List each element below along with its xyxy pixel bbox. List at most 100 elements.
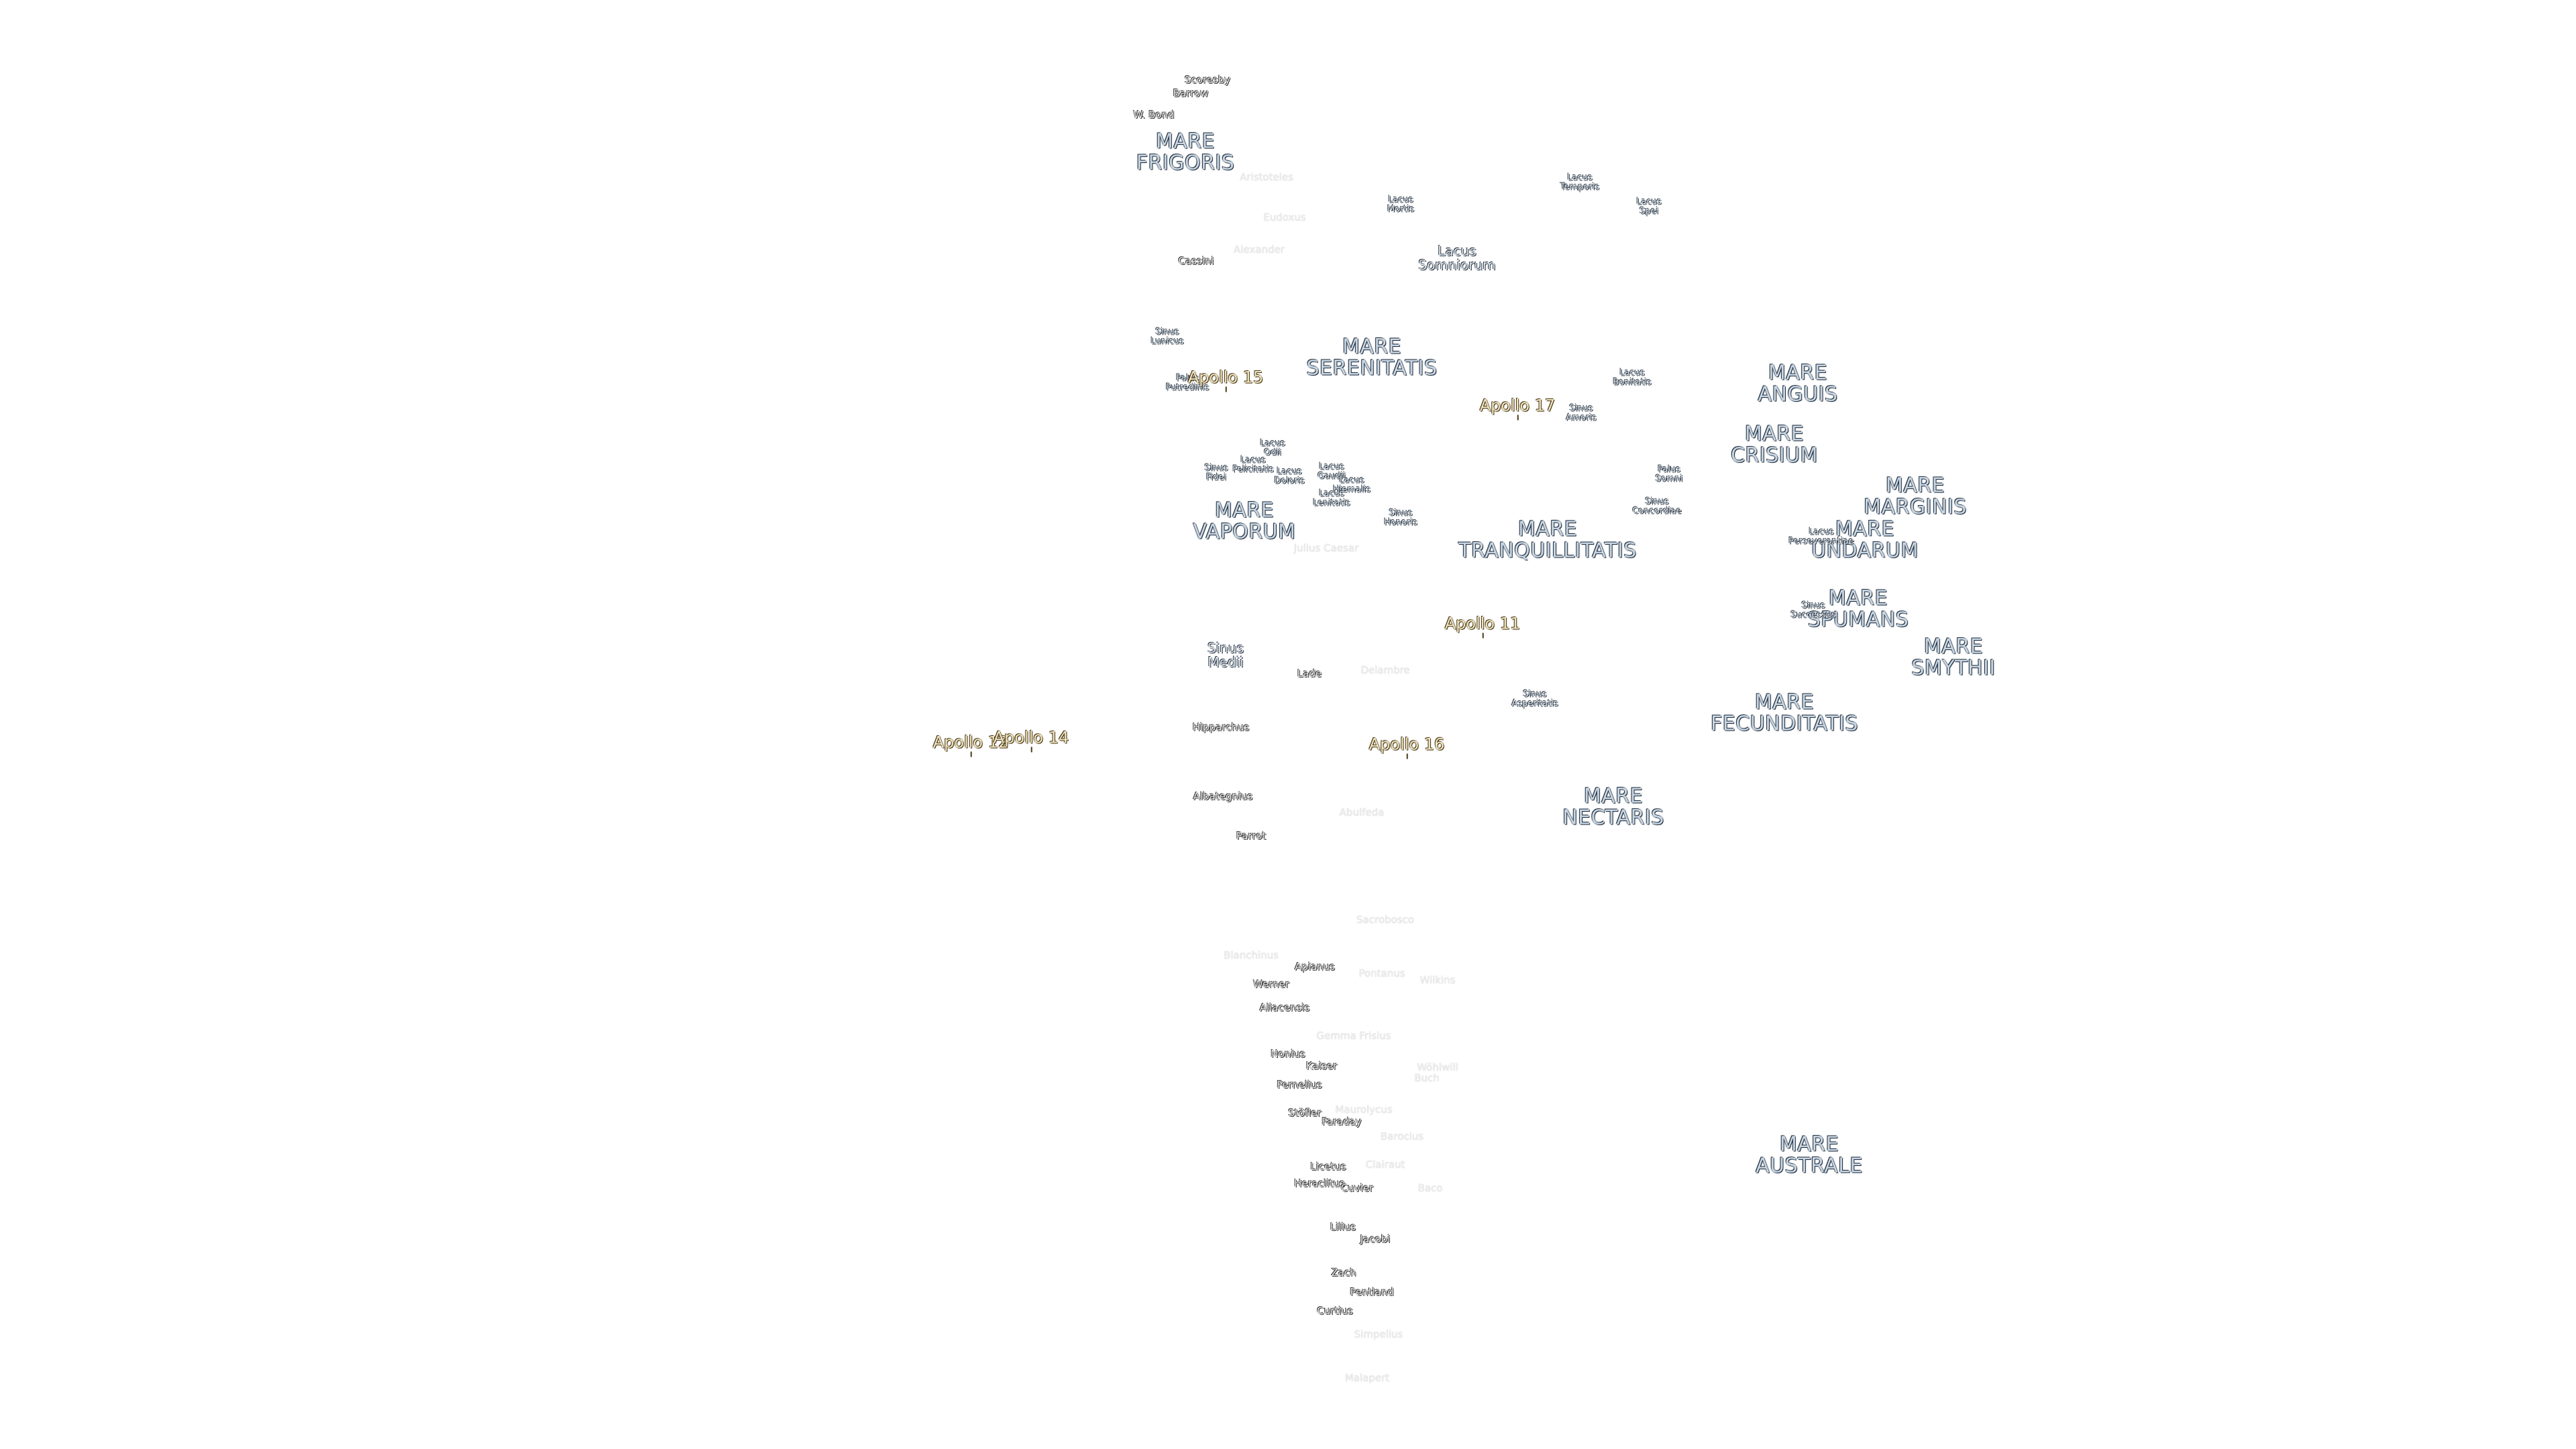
mare-smythii-label-line: SMYTHII bbox=[1911, 656, 1996, 680]
crater-malapert-label: Malapert bbox=[1344, 1372, 1390, 1385]
crater-parrot-label: Parrot bbox=[1236, 830, 1267, 843]
crater-gemma-frisius-label: Gemma Frisius bbox=[1316, 1030, 1391, 1042]
lacus-felicitatis-label-line: Lacus bbox=[1240, 455, 1266, 466]
mare-serenitatis-label-line: SERENITATIS bbox=[1306, 356, 1438, 380]
apollo-17-label: Apollo 17 bbox=[1479, 396, 1556, 415]
mare-nectaris-label-line: MARE bbox=[1583, 784, 1644, 808]
sinus-concordiae-label-line: Sinus bbox=[1645, 496, 1669, 507]
lacus-temporis-label-line: Temporis bbox=[1560, 182, 1600, 192]
crater-jacobi-label: Jacobi bbox=[1360, 1233, 1391, 1246]
apollo-11-landing-site[interactable]: Apollo 11 bbox=[1444, 614, 1521, 639]
palus-somni-label-line: Somni bbox=[1655, 474, 1683, 484]
mare-marginis-label-line: MARGINIS bbox=[1864, 495, 1967, 519]
landing-marker-icon bbox=[1226, 386, 1227, 392]
lacus-lenitatis-label-line: Lenitatis bbox=[1313, 498, 1350, 508]
crater-buch-label: Buch bbox=[1414, 1072, 1440, 1085]
crater-julius-caesar-label: Julius Caesar bbox=[1293, 542, 1359, 555]
mare-tranquillitatis-label-line: MARE bbox=[1517, 517, 1578, 541]
mare-frigoris-label-line: MARE bbox=[1155, 129, 1216, 154]
apollo-15-label: Apollo 15 bbox=[1187, 368, 1264, 387]
crater-cuvier-label: Cuvier bbox=[1340, 1182, 1374, 1195]
lacus-somniorum-label-line: Somniorum bbox=[1418, 257, 1496, 273]
crater-pentland-label: Pentland bbox=[1350, 1286, 1394, 1299]
mare-anguis-label-line: MARE bbox=[1768, 361, 1828, 385]
crater-delambre-label: Delambre bbox=[1360, 664, 1410, 677]
lacus-doloris-label-line: Lacus bbox=[1277, 466, 1302, 477]
crater-heraclitus-label: Heraclitus bbox=[1294, 1177, 1345, 1190]
lacus-felicitatis-label-line: Felicitatis bbox=[1232, 464, 1274, 474]
sinus-lunicus-label-line: Lunicus bbox=[1150, 336, 1184, 346]
sinus-medii-label-line: Sinus bbox=[1207, 640, 1244, 656]
crater-lilius-label: Lilius bbox=[1330, 1221, 1356, 1234]
mare-anguis-label-line: ANGUIS bbox=[1758, 382, 1838, 406]
palus-somni-label-line: Palus bbox=[1658, 464, 1680, 475]
apollo-16-landing-site[interactable]: Apollo 16 bbox=[1369, 736, 1444, 759]
crater-barrow-label: Barrow bbox=[1173, 87, 1209, 100]
lacus-odii-label-line: Lacus bbox=[1260, 438, 1285, 449]
lacus-lenitatis-label-line: Lacus bbox=[1319, 488, 1344, 499]
crater-abulfeda-label: Abulfeda bbox=[1339, 806, 1385, 819]
lacus-somniorum-label-line: Lacus bbox=[1438, 243, 1477, 259]
crater-barocius-label: Barocius bbox=[1380, 1130, 1424, 1143]
sinus-fidei-label-line: Fidei bbox=[1205, 472, 1226, 482]
mare-australe-label-line: AUSTRALE bbox=[1756, 1154, 1863, 1177]
mare-marginis-label-line: MARE bbox=[1885, 474, 1945, 498]
mare-tranquillitatis-label-line: TRANQUILLITATIS bbox=[1458, 539, 1637, 562]
crater-fernelius-label: Fernelius bbox=[1277, 1079, 1322, 1091]
sinus-asperitatis-label-line: Sinus bbox=[1523, 689, 1547, 700]
crater-curtius-label: Curtius bbox=[1317, 1305, 1353, 1318]
lacus-odii-label-line: Odii bbox=[1264, 447, 1281, 458]
crater-maurolycus-label: Maurolycus bbox=[1335, 1104, 1393, 1116]
sinus-honoris-label-line: Honoris bbox=[1384, 517, 1417, 527]
crater-clairaut-label: Clairaut bbox=[1365, 1159, 1405, 1171]
crater-wohlwill-label: Wöhlwill bbox=[1417, 1061, 1458, 1074]
lacus-perseverantiae-label-line: Lacus bbox=[1809, 527, 1834, 537]
apollo-11-label: Apollo 11 bbox=[1444, 614, 1521, 633]
sinus-amoris-label-line: Sinus bbox=[1569, 403, 1593, 414]
apollo-14-landing-site[interactable]: Apollo 14 bbox=[994, 729, 1069, 753]
sinus-fidei-label-line: Sinus bbox=[1204, 463, 1228, 474]
mare-vaporum-label-line: MARE bbox=[1214, 498, 1275, 523]
crater-w-bond-label: W. Bond bbox=[1133, 109, 1175, 121]
mare-fecunditatis-label-line: MARE bbox=[1754, 690, 1815, 714]
mare-australe-label-line: MARE bbox=[1779, 1132, 1839, 1157]
lacus-bonitatis-label-line: Lacus bbox=[1619, 368, 1645, 378]
apollo-17-landing-site[interactable]: Apollo 17 bbox=[1479, 396, 1556, 421]
lacus-spei-label-line: Spei bbox=[1639, 206, 1659, 216]
mare-undarum-label-line: UNDARUM bbox=[1811, 539, 1919, 562]
crater-eudoxus-label: Eudoxus bbox=[1263, 211, 1306, 224]
lacus-mortis-label-line: Mortis bbox=[1387, 204, 1414, 214]
apollo-15-landing-site[interactable]: Apollo 15 bbox=[1187, 368, 1264, 392]
mare-vaporum-label-line: VAPORUM bbox=[1193, 520, 1296, 543]
crater-aliacensis-label: Aliacensis bbox=[1259, 1002, 1310, 1014]
crater-werner-label: Werner bbox=[1253, 978, 1289, 991]
sinus-lunicus-label-line: Sinus bbox=[1155, 327, 1179, 337]
apollo-12-landing-site[interactable]: Apollo 12 bbox=[933, 734, 1008, 757]
crater-faraday-label: Faraday bbox=[1322, 1116, 1362, 1128]
sinus-successus-label-line: Sinus bbox=[1801, 600, 1825, 611]
crater-aristoteles-label: Aristoteles bbox=[1240, 171, 1293, 184]
crater-cassini-label: Cassini bbox=[1178, 255, 1214, 268]
